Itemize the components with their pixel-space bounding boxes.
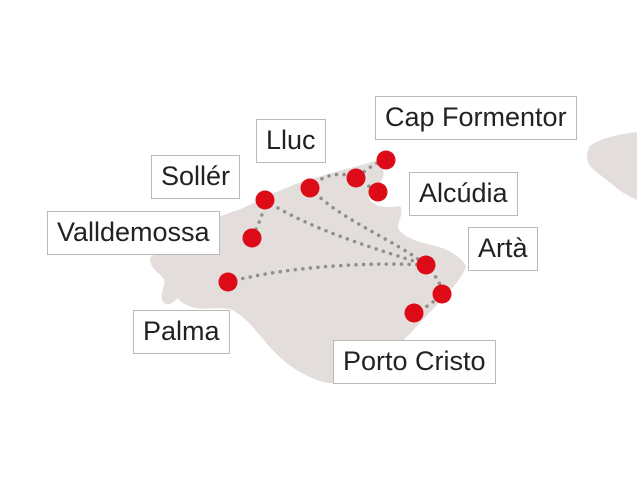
stop-alcudia[interactable] <box>368 182 388 202</box>
stop-porto-cristo-north[interactable] <box>432 284 452 304</box>
label-porto-cristo: Porto Cristo <box>333 340 496 384</box>
label-arta: Artà <box>468 227 538 271</box>
label-alcudia: Alcúdia <box>409 172 518 216</box>
stop-lluc[interactable] <box>300 178 320 198</box>
label-cap-formentor: Cap Formentor <box>375 96 577 140</box>
stop-alcudia-north[interactable] <box>346 168 366 188</box>
stop-arta[interactable] <box>416 255 436 275</box>
label-soller: Sollér <box>151 155 241 199</box>
stop-porto-cristo[interactable] <box>404 303 424 323</box>
stop-valldemossa[interactable] <box>242 228 262 248</box>
stop-palma[interactable] <box>218 272 238 292</box>
label-valldemossa: Valldemossa <box>47 211 220 255</box>
route-lluc-arta <box>308 186 428 267</box>
route-palma-arta <box>226 262 428 284</box>
mallorca-island <box>150 160 466 384</box>
stops <box>218 150 452 323</box>
menorca-island <box>587 132 637 200</box>
label-lluc: Lluc <box>256 119 326 163</box>
label-palma: Palma <box>133 310 230 354</box>
stop-cap-formentor[interactable] <box>376 150 396 170</box>
stop-soller[interactable] <box>255 190 275 210</box>
